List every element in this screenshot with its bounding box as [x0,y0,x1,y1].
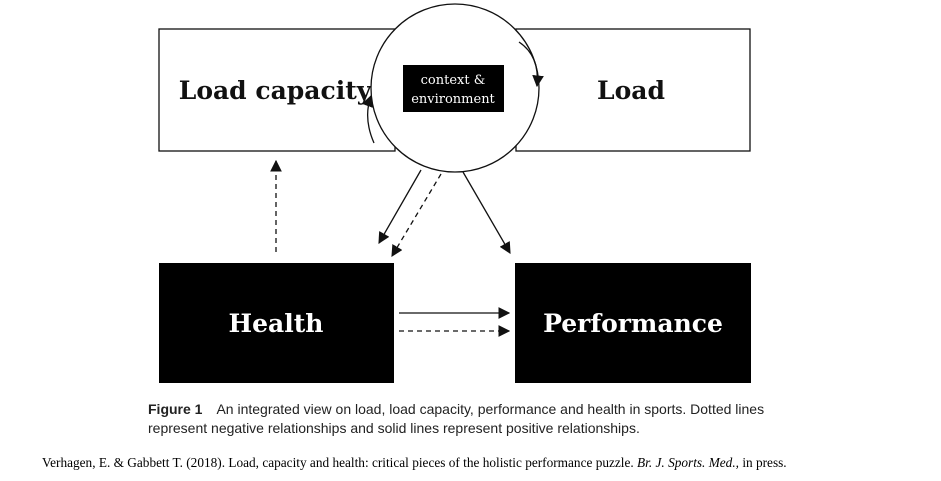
context-label-line1: context & [421,73,486,88]
load-capacity-label: Load capacity [179,76,373,105]
edge-context-to-performance-solid [462,171,511,255]
performance-label: Performance [543,309,723,338]
edge-context-to-health-dashed [391,173,442,258]
context-curve-arrow-left [361,94,375,144]
figure-number: Figure 1 [148,401,203,417]
load-capacity-node: Load capacity [158,28,396,152]
health-node: Health [159,263,394,383]
health-label: Health [229,309,324,338]
edge-context-to-health-solid [378,169,422,245]
context-label-line2: environment [411,92,495,107]
load-label: Load [597,76,665,105]
context-environment-node: context & environment [361,3,544,173]
framework-diagram: Load capacity Load context & environment… [158,3,751,383]
citation-journal: Br. J. Sports. Med., [637,455,739,470]
load-node: Load [515,28,751,152]
performance-node: Performance [515,263,751,383]
citation: Verhagen, E. & Gabbett T. (2018). Load, … [42,455,922,471]
citation-status: in press. [742,455,787,470]
figure-caption-text: An integrated view on load, load capacit… [148,401,765,436]
context-curve-arrow-right [518,41,544,88]
citation-authors: Verhagen, E. & Gabbett T. (2018). Load, … [42,455,634,470]
context-label-box [403,65,504,112]
